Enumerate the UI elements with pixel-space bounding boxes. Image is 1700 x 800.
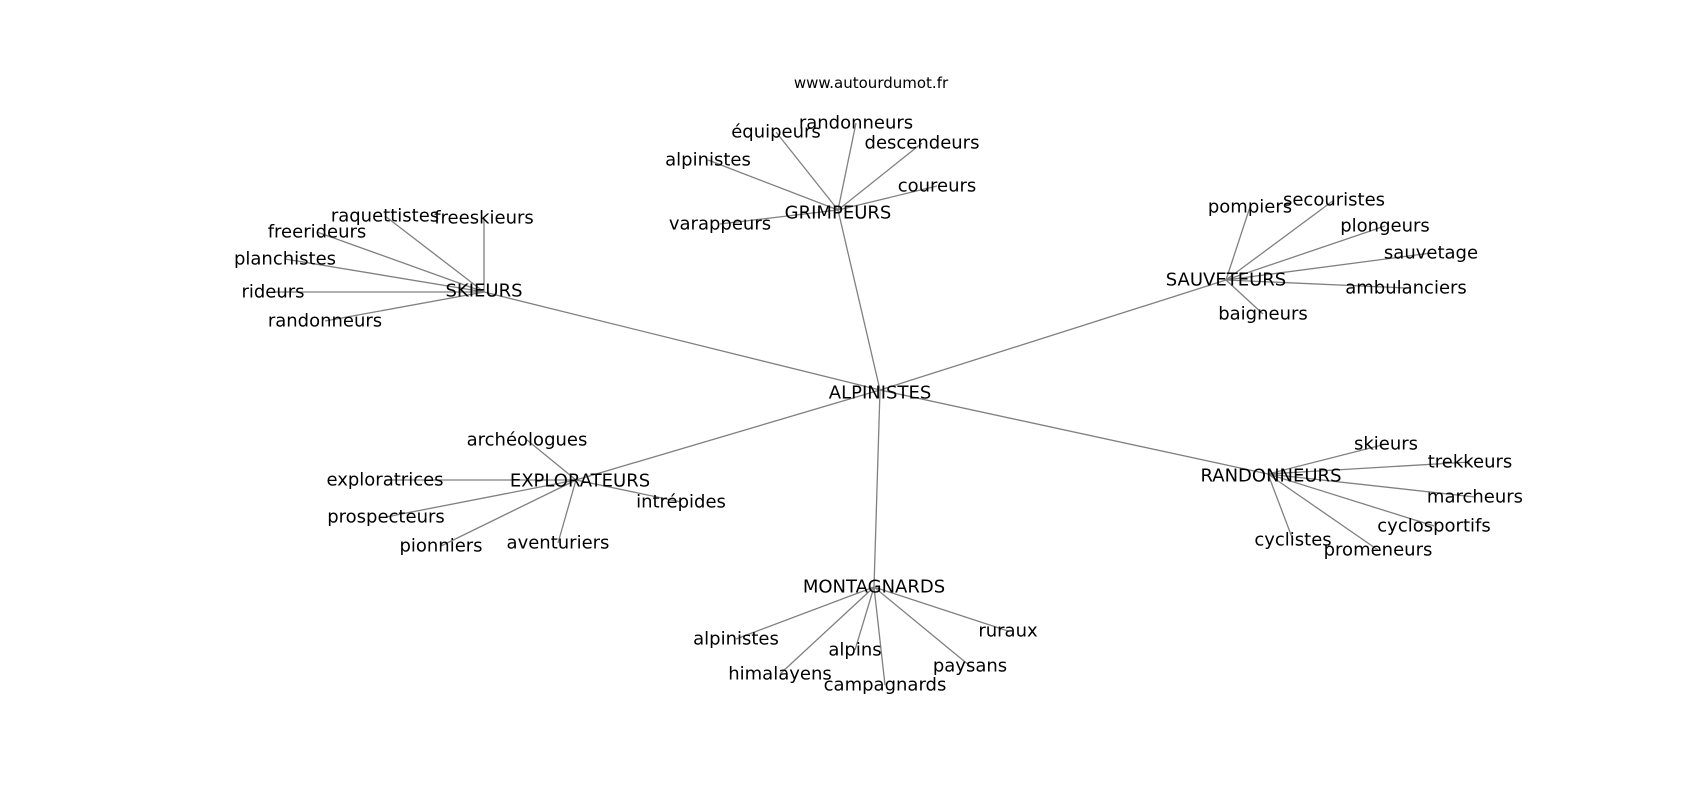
- leaf-node-label: alpinistes: [665, 150, 751, 171]
- edge-sauveteurs-leaf-0: [1225, 206, 1251, 281]
- leaf-node-label: rideurs: [241, 282, 304, 303]
- edge-montagnards-leaf-3: [873, 586, 971, 667]
- leaf-node-label: ambulanciers: [1345, 278, 1467, 299]
- edge-randonneurs-leaf-4: [1267, 473, 1294, 541]
- edges-layer: [273, 122, 1476, 686]
- leaf-node-label: coureurs: [898, 176, 977, 197]
- leaf-node-label: trekkeurs: [1428, 452, 1513, 473]
- edge-grimpeurs-leaf-5: [719, 209, 839, 225]
- leaf-node-label: cyclosportifs: [1377, 516, 1490, 537]
- edge-explorateurs-leaf-4: [557, 479, 577, 544]
- edge-randonneurs-leaf-2: [1267, 473, 1476, 498]
- leaf-node-label: sauvetage: [1384, 243, 1478, 264]
- leaf-node-label: descendeurs: [865, 133, 980, 154]
- edge-grimpeurs-leaf-1: [775, 131, 839, 211]
- leaf-node-label: raquettistes: [331, 206, 439, 227]
- edge-center-grimpeurs: [837, 209, 881, 391]
- edge-sauveteurs-leaf-1: [1225, 199, 1335, 281]
- watermark-text: www.autourdumot.fr: [794, 74, 949, 92]
- center-node-label: ALPINISTES: [829, 383, 932, 404]
- leaf-node-label: campagnards: [824, 675, 947, 696]
- edge-skieurs-leaf-3: [284, 258, 485, 293]
- leaf-node-label: baigneurs: [1218, 304, 1308, 325]
- edge-montagnards-leaf-0: [873, 586, 1009, 632]
- leaf-node-label: aventuriers: [507, 533, 610, 554]
- leaf-node-label: randonneurs: [799, 113, 913, 134]
- edge-randonneurs-leaf-1: [1267, 461, 1471, 475]
- leaf-node-label: alpinistes: [693, 629, 779, 650]
- leaf-node-label: pompiers: [1208, 197, 1292, 218]
- edge-randonneurs-leaf-5: [1267, 473, 1379, 551]
- edge-center-sauveteurs: [879, 279, 1227, 391]
- edge-center-montagnards: [873, 389, 881, 588]
- edge-grimpeurs-leaf-3: [707, 159, 839, 211]
- leaf-node-label: freeskieurs: [434, 208, 534, 229]
- edge-sauveteurs-leaf-3: [1225, 252, 1432, 281]
- leaf-node-label: marcheurs: [1427, 487, 1523, 508]
- hub-node-label-grimpeurs: GRIMPEURS: [785, 203, 892, 224]
- hub-node-label-skieurs: SKIEURS: [445, 281, 522, 302]
- edge-explorateurs-leaf-3: [385, 479, 577, 518]
- leaf-node-label: alpins: [828, 640, 881, 661]
- leaf-node-label: archéologues: [467, 430, 588, 451]
- edge-center-randonneurs: [879, 389, 1269, 475]
- leaf-node-label: paysans: [933, 656, 1007, 677]
- leaf-node-label: pionniers: [399, 536, 482, 557]
- hub-node-label-randonneurs: RANDONNEURS: [1201, 466, 1342, 487]
- leaf-node-label: ruraux: [978, 621, 1038, 642]
- leaf-node-label: promeneurs: [1324, 540, 1433, 561]
- edge-montagnards-leaf-2: [854, 586, 875, 651]
- edge-sauveteurs-leaf-4: [1225, 279, 1407, 289]
- edge-grimpeurs-leaf-0: [837, 122, 857, 211]
- edge-montagnards-leaf-5: [873, 586, 886, 686]
- edge-explorateurs-leaf-0: [526, 439, 577, 481]
- hub-node-label-explorateurs: EXPLORATEURS: [510, 471, 650, 492]
- leaf-node-label: randonneurs: [268, 311, 382, 332]
- leaf-node-label: intrépides: [636, 492, 726, 513]
- leaf-node-label: plongeurs: [1340, 216, 1430, 237]
- leaf-node-label: skieurs: [1354, 434, 1418, 455]
- leaf-node-label: varappeurs: [669, 214, 771, 235]
- edge-montagnards-leaf-1: [735, 586, 875, 640]
- edge-sauveteurs-leaf-5: [1225, 279, 1264, 315]
- edge-skieurs-leaf-5: [324, 291, 485, 322]
- edge-center-explorateurs: [575, 389, 881, 481]
- edge-explorateurs-leaf-5: [440, 479, 577, 547]
- leaf-node-label: exploratrices: [326, 470, 443, 491]
- edge-randonneurs-leaf-0: [1267, 443, 1387, 475]
- edge-randonneurs-leaf-3: [1267, 473, 1435, 527]
- edge-skieurs-leaf-0: [384, 215, 485, 293]
- edge-center-skieurs: [483, 291, 881, 391]
- leaf-node-label: cyclistes: [1254, 530, 1331, 551]
- edge-grimpeurs-leaf-4: [837, 185, 938, 211]
- leaf-node-label: équipeurs: [731, 122, 821, 143]
- leaf-node-label: prospecteurs: [327, 507, 445, 528]
- leaf-node-label: himalayens: [728, 664, 832, 685]
- edge-skieurs-leaf-2: [316, 231, 485, 293]
- edge-sauveteurs-leaf-2: [1225, 225, 1386, 281]
- hub-node-label-montagnards: MONTAGNARDS: [803, 577, 945, 598]
- edge-montagnards-leaf-4: [779, 586, 875, 675]
- leaf-node-label: planchistes: [234, 249, 336, 270]
- edge-grimpeurs-leaf-2: [837, 142, 923, 211]
- edge-explorateurs-leaf-2: [575, 479, 682, 503]
- leaf-node-label: secouristes: [1283, 190, 1385, 211]
- hub-node-label-sauveteurs: SAUVETEURS: [1166, 270, 1286, 291]
- labels-layer: ALPINISTESGRIMPEURSrandonneurséquipeursd…: [234, 113, 1523, 696]
- leaf-node-label: freerideurs: [268, 222, 367, 243]
